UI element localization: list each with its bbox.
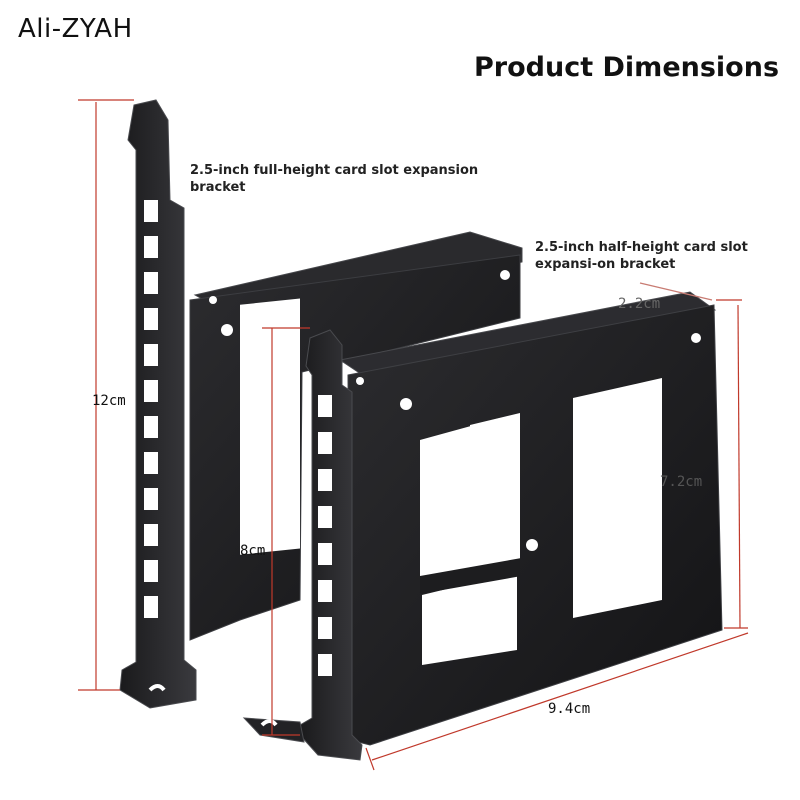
caption-full-height-bracket: 2.5-inch full-height card slot expansion… [190, 163, 479, 195]
front-tray-hole [356, 377, 364, 385]
dim-line-7-2cm [737, 304, 741, 629]
full-plate-tab-notch [148, 684, 166, 692]
front-tray-face [347, 304, 723, 746]
dimension-label-2-2cm: 2.2cm [618, 296, 661, 312]
front-tray-hole [400, 398, 412, 410]
back-tray-hole [209, 296, 217, 304]
dimension-label-7-2cm: 7.2cm [660, 474, 703, 490]
half-plate-vents [318, 395, 332, 676]
front-tray-window-lower [422, 572, 517, 665]
half-plate-tab-notch [260, 719, 278, 727]
dimension-label-12cm: 12cm [92, 393, 126, 409]
page-title: Product Dimensions [474, 52, 780, 83]
dimension-lines [78, 99, 749, 771]
full-plate [119, 99, 197, 709]
front-tray-window-upper [470, 413, 520, 570]
front-tray-hole [526, 539, 538, 551]
full-plate-vents [144, 200, 158, 618]
dim-line-2-2cm [639, 282, 713, 301]
back-tray-hole [221, 324, 233, 336]
back-tray-window [240, 298, 300, 555]
half-height-bracket [242, 291, 723, 761]
dimension-label-9-4cm: 9.4cm [548, 701, 591, 717]
front-tray-hole [691, 333, 701, 343]
dim-line-9-4cm [371, 632, 749, 761]
front-tray-window-right [573, 378, 662, 618]
caption-half-height-bracket: 2.5-inch half-height card slot expansi-o… [535, 240, 748, 272]
brand-logo-text: Ali-ZYAH [18, 14, 133, 44]
back-tray-hole [500, 270, 510, 280]
front-tray-crossbar [420, 558, 520, 594]
dimension-label-8cm: 8cm [240, 543, 266, 559]
half-plate-foot-tab [242, 717, 305, 743]
